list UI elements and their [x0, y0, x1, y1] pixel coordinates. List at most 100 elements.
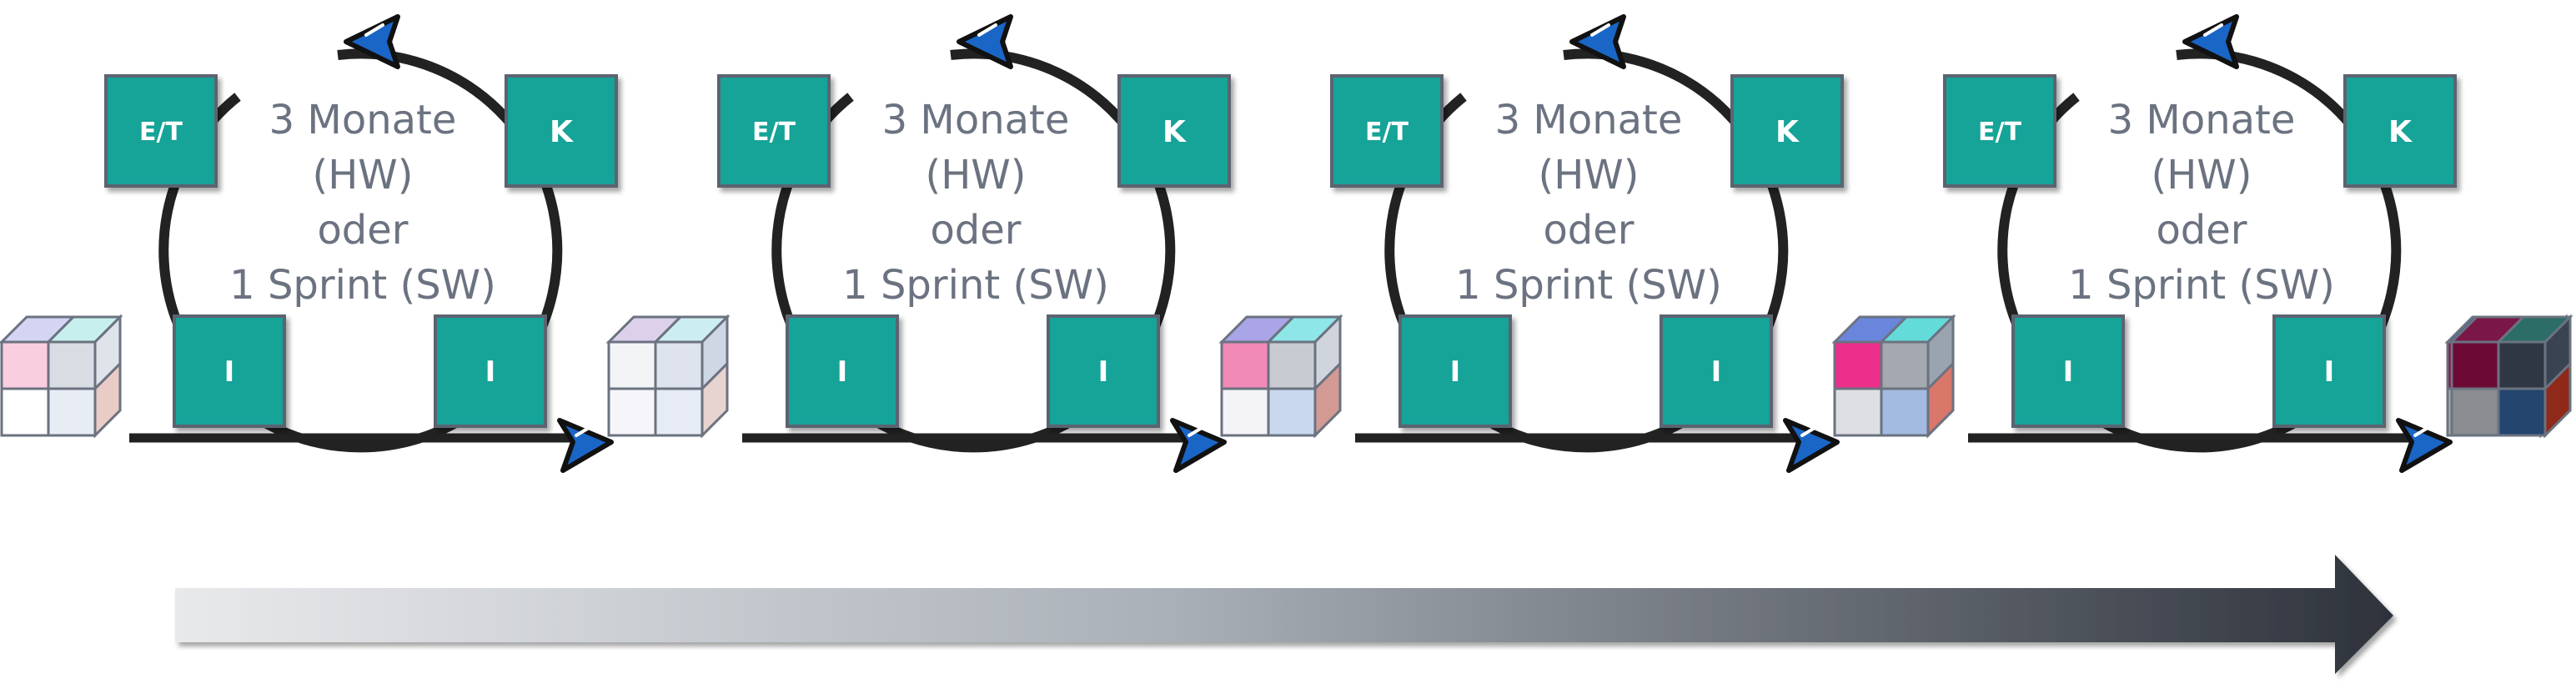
cube-front-cell [2450, 340, 2500, 390]
cycle-ring [158, 48, 563, 453]
box-i-right-label: I [2324, 355, 2335, 389]
cube-front-cell [2497, 387, 2547, 437]
cycle-arrowhead-right-shape [1783, 418, 1840, 473]
cycle-arrowhead-top [344, 14, 400, 69]
box-et: E/T [717, 74, 831, 188]
cycle-arrowhead-right-highlight [1188, 424, 1208, 437]
cube-front-cell [2450, 387, 2500, 437]
box-k-square [2343, 74, 2457, 188]
cube-front-cell [47, 387, 97, 437]
cycle-arrowhead-right-highlight [1800, 424, 1820, 437]
box-i-right-label: I [485, 355, 496, 389]
cycle-arrowhead-top-highlight [1590, 23, 1610, 37]
box-et-square [717, 74, 831, 188]
box-k-label: K [1162, 115, 1187, 149]
cycle-arrowhead-right [1170, 418, 1227, 473]
cycle-text-line: oder [1543, 207, 1634, 254]
box-i-right: I [1660, 314, 1773, 428]
box-et-square [1330, 74, 1444, 188]
cycle-text-line: 1 Sprint (SW) [1455, 262, 1722, 309]
cycle-arrowhead-top [2182, 14, 2239, 69]
cycle-arrowhead-right [1783, 418, 1840, 473]
cycle-text-line: 3 Monate [2108, 97, 2296, 143]
cube-front-cell [1267, 340, 1317, 390]
box-k: K [505, 74, 618, 188]
cycle-4: 3 Monate (HW) oder 1 Sprint (SW) E/T K I I [1943, 14, 2457, 473]
box-i-right-square [1660, 314, 1773, 428]
cycle-text-line: (HW) [2151, 152, 2252, 199]
box-et-label: E/T [1978, 118, 2021, 147]
box-i-right: I [434, 314, 547, 428]
box-k-square [1730, 74, 1844, 188]
box-et: E/T [1943, 74, 2056, 188]
box-i-right-label: I [1711, 355, 1722, 389]
cycle-ring [1384, 48, 1789, 453]
cube-front-cell [47, 340, 97, 390]
box-i-left-square [1398, 314, 1512, 428]
box-i-right: I [2272, 314, 2386, 428]
cube-after-cycle-3 [1831, 314, 1956, 439]
box-k-label: K [1775, 115, 1800, 149]
cycle-arrowhead-right-shape [2396, 418, 2453, 473]
cycle-arrowhead-right-shape [557, 418, 614, 473]
cycle-arrowhead-top-highlight [364, 23, 384, 37]
box-k-square [1117, 74, 1231, 188]
box-k-label: K [2388, 115, 2413, 149]
cube-front-cell [0, 340, 50, 390]
cycle-text-line: (HW) [312, 152, 413, 199]
cube-front-cell [1833, 340, 1883, 390]
box-i-right-square [434, 314, 547, 428]
cube-front-cell [1833, 387, 1883, 437]
cube-final [2448, 314, 2573, 439]
cycle-text-line: oder [317, 207, 408, 254]
box-k: K [1730, 74, 1844, 188]
cycle-arrowhead-top-shape [957, 14, 1013, 69]
cycle-text-line: 3 Monate [269, 97, 457, 143]
box-et-label: E/T [139, 118, 183, 147]
box-i-left-label: I [837, 355, 848, 389]
cycle-arrowhead-top-highlight [977, 23, 997, 37]
cycle-arrowhead-right-shape [1170, 418, 1227, 473]
cycle-text-line: oder [2156, 207, 2247, 254]
box-i-right-square [2272, 314, 2386, 428]
cubes-layer [0, 314, 2573, 439]
box-et-square [104, 74, 218, 188]
box-et-square [1943, 74, 2056, 188]
box-i-right: I [1047, 314, 1160, 428]
cycle-arrowhead-top [957, 14, 1013, 69]
cycle-text-line: 1 Sprint (SW) [229, 262, 496, 309]
box-i-left-square [786, 314, 899, 428]
cube-front-cell [1880, 387, 1930, 437]
box-k-square [505, 74, 618, 188]
cube-front-cell [0, 387, 50, 437]
box-i-left-square [2011, 314, 2125, 428]
cycle-text-line: 1 Sprint (SW) [842, 262, 1109, 309]
progress-arrow [175, 555, 2393, 674]
box-i-left: I [2011, 314, 2125, 428]
cycle-text-line: 3 Monate [882, 97, 1070, 143]
cycle-text-line: oder [930, 207, 1021, 254]
cycle-arrowhead-right-highlight [2413, 424, 2433, 437]
cube-front-cell [607, 387, 657, 437]
cycle-arrowhead-right [2396, 418, 2453, 473]
cube-after-cycle-2 [1218, 314, 1343, 439]
cycle-arrowhead-top [1569, 14, 1626, 69]
box-et-label: E/T [1365, 118, 1409, 147]
cycle-text-line: 1 Sprint (SW) [2068, 262, 2335, 309]
cube-front-cell [2497, 340, 2547, 390]
cube-front-cell [1267, 387, 1317, 437]
box-et-label: E/T [752, 118, 796, 147]
box-et: E/T [104, 74, 218, 188]
box-k-label: K [550, 115, 574, 149]
cycle-arrowhead-top-highlight [2203, 23, 2223, 37]
box-k: K [1117, 74, 1231, 188]
box-i-left: I [786, 314, 899, 428]
cube-front-cell [654, 387, 704, 437]
cube-front-cell [1220, 340, 1270, 390]
cube-after-cycle-1 [605, 314, 731, 439]
